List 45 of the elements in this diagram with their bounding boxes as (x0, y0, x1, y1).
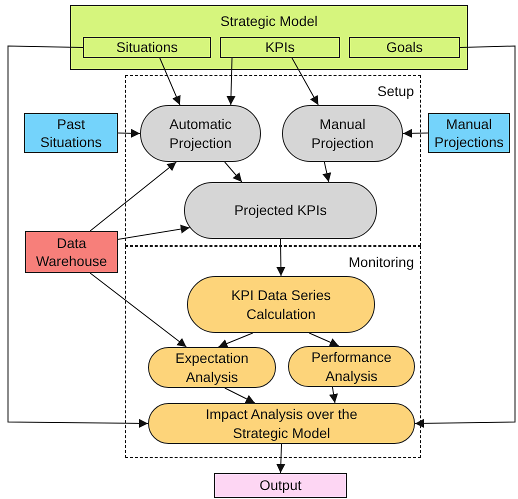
node-label: Impact Analysis over the Strategic Model (205, 405, 358, 442)
arrow (276, 444, 286, 474)
analysis-stadium (148, 347, 276, 388)
arrow (224, 388, 256, 404)
arrow (226, 58, 236, 106)
analysis-stadium (148, 403, 415, 444)
node-label: Situations (116, 38, 178, 57)
region-label: Setup (377, 82, 414, 100)
node-label: Data Warehouse (34, 234, 108, 270)
node-label: Automatic Projection (168, 115, 233, 152)
node-label: KPIs (265, 38, 295, 57)
dashed-region (125, 246, 421, 458)
arrow (90, 162, 177, 232)
model-box (70, 5, 468, 70)
node-label: KPI Data Series Calculation (230, 286, 332, 323)
arrow (402, 128, 428, 138)
node-label: Manual Projections (433, 114, 505, 152)
database-box (25, 231, 118, 273)
arrow (276, 238, 286, 276)
node-label: Performance Analysis (310, 348, 393, 385)
node-label: Strategic Model (220, 12, 318, 30)
output-box (214, 473, 347, 498)
region-label: Monitoring (348, 253, 414, 272)
process-stadium (184, 182, 377, 239)
arrow (90, 272, 187, 348)
node-label: Projected KPIs (234, 201, 327, 220)
node-label: Output (259, 476, 302, 495)
arrow (308, 332, 340, 346)
node-label: Goals (386, 38, 423, 57)
arrow (414, 45, 516, 428)
arrow (224, 162, 242, 182)
arrow (8, 45, 148, 428)
component-box (83, 37, 211, 58)
input-box (24, 113, 118, 153)
arrow (322, 162, 332, 182)
component-box (220, 37, 340, 58)
node-label: Expectation Analysis (174, 349, 250, 386)
arrow (118, 128, 140, 138)
node-label: Manual Projection (310, 115, 375, 152)
analysis-stadium (288, 346, 415, 387)
arrow (218, 332, 254, 348)
component-box (349, 37, 460, 58)
dashed-region (125, 75, 421, 246)
arrow (329, 386, 338, 404)
node-label: Past Situations (39, 114, 103, 152)
